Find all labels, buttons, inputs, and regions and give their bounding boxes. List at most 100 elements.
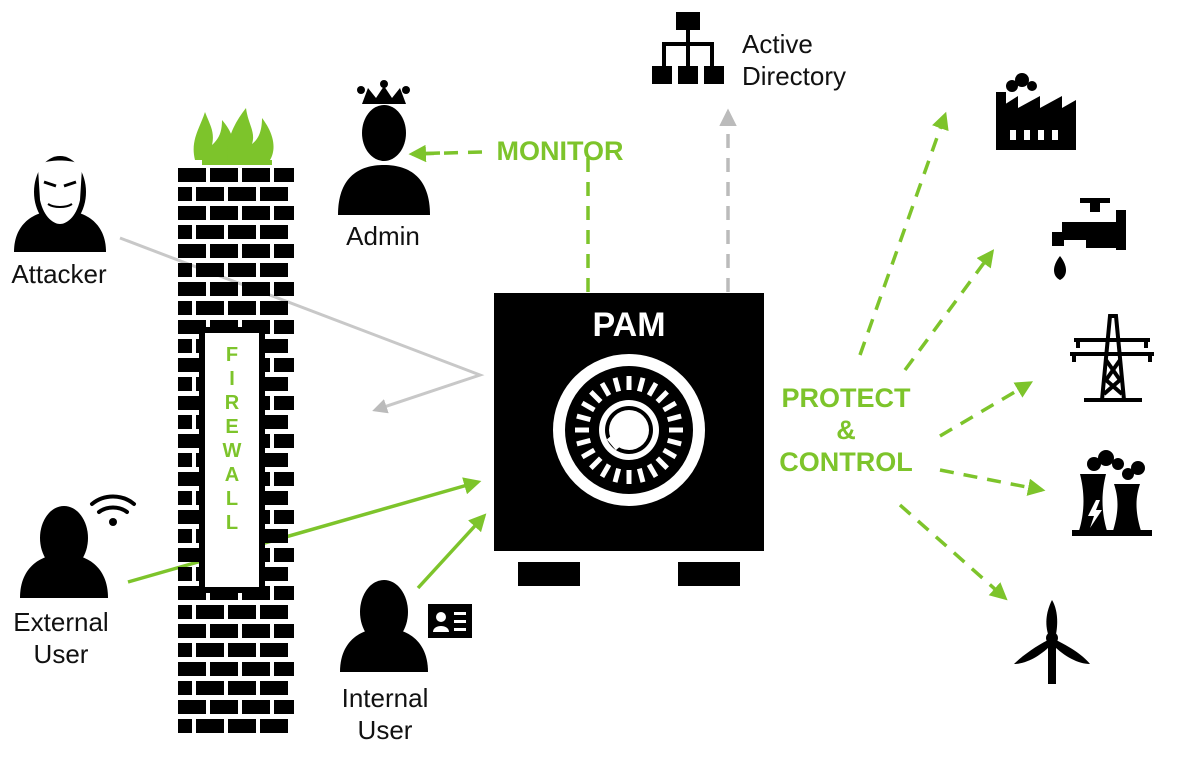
brick	[242, 168, 270, 182]
power-plant-icon	[1072, 450, 1152, 536]
control-label: CONTROL	[779, 447, 913, 477]
anonymous-mask-icon	[38, 160, 82, 224]
admin-person-icon	[338, 80, 430, 215]
brick	[178, 206, 206, 220]
brick	[210, 244, 238, 258]
brick	[274, 586, 294, 600]
dial-tick	[666, 437, 682, 447]
brick	[260, 187, 288, 201]
dial-tick	[646, 381, 659, 397]
external-user-label-line1: External	[13, 607, 109, 637]
dial-tick	[636, 377, 646, 393]
brick	[274, 206, 294, 220]
brick	[178, 529, 192, 543]
brick	[178, 225, 192, 239]
dial-tick	[599, 381, 612, 397]
brick	[210, 206, 238, 220]
firewall-letter: L	[225, 488, 239, 510]
brick	[260, 719, 288, 733]
brick	[274, 168, 294, 182]
brick	[196, 225, 224, 239]
brick	[178, 168, 206, 182]
brick	[178, 491, 192, 505]
safe-dial-icon	[553, 354, 705, 506]
brick	[178, 377, 192, 391]
brick	[178, 187, 192, 201]
brick	[196, 187, 224, 201]
link-turbine	[898, 503, 1008, 601]
brick	[196, 643, 224, 657]
org-chart-icon	[652, 12, 724, 84]
protect-label: PROTECT	[781, 383, 911, 413]
dial-tick	[576, 437, 592, 447]
brick	[178, 567, 192, 581]
brick	[178, 301, 192, 315]
brick	[178, 624, 206, 638]
dial-tick	[599, 463, 612, 479]
brick	[274, 510, 294, 524]
dial-tick	[636, 467, 646, 483]
brick	[242, 244, 270, 258]
firewall-letter: I	[229, 368, 235, 390]
id-card-icon	[428, 604, 472, 638]
active-directory-label-line2: Directory	[742, 61, 847, 91]
brick	[274, 434, 294, 448]
brick	[260, 567, 288, 581]
power-pylon-icon	[1070, 314, 1154, 402]
firewall-letter: E	[225, 416, 239, 438]
brick	[228, 301, 256, 315]
dial-tick	[589, 390, 603, 404]
dial-tick	[576, 413, 592, 423]
safe-foot-right	[678, 562, 740, 586]
ampersand-label: &	[836, 415, 856, 445]
attacker-person-icon	[14, 156, 106, 252]
brick	[228, 605, 256, 619]
brick	[274, 244, 294, 258]
brick	[178, 244, 206, 258]
brick	[260, 681, 288, 695]
brick	[260, 339, 288, 353]
dial-tick	[666, 413, 682, 423]
brick	[228, 643, 256, 657]
firewall	[178, 108, 294, 733]
brick	[196, 605, 224, 619]
dial-tick	[662, 447, 678, 460]
internal-user-icon	[340, 580, 472, 672]
brick	[178, 415, 192, 429]
safe-foot-left	[518, 562, 580, 586]
firewall-letter: L	[225, 512, 239, 534]
brick	[242, 624, 270, 638]
brick	[196, 681, 224, 695]
brick	[178, 662, 206, 676]
wind-turbine-icon	[1014, 600, 1090, 684]
brick	[260, 377, 288, 391]
brick	[242, 662, 270, 676]
internal-user-label: Internal User	[325, 682, 445, 746]
protect-control-label: PROTECT & CONTROL	[766, 382, 926, 478]
brick	[274, 662, 294, 676]
brick	[260, 263, 288, 277]
monitor-label: MONITOR	[496, 136, 624, 166]
brick	[178, 339, 192, 353]
internal-user-label-line2: User	[357, 715, 413, 745]
brick	[196, 719, 224, 733]
brick	[274, 548, 294, 562]
brick	[274, 320, 294, 334]
brick	[228, 187, 256, 201]
pam-safe	[494, 293, 764, 586]
attacker-deflect-line	[119, 236, 485, 414]
link-water	[903, 249, 995, 372]
dial-tick	[589, 456, 603, 470]
brick	[228, 719, 256, 733]
dial-tick	[612, 377, 622, 393]
connectors	[119, 108, 1046, 601]
link-pylon	[939, 381, 1034, 438]
external-user-link	[127, 477, 482, 584]
brick	[274, 624, 294, 638]
brick	[178, 605, 192, 619]
fire-icon	[193, 108, 274, 165]
firewall-letter: W	[222, 440, 242, 462]
brick	[274, 358, 294, 372]
brick	[260, 605, 288, 619]
